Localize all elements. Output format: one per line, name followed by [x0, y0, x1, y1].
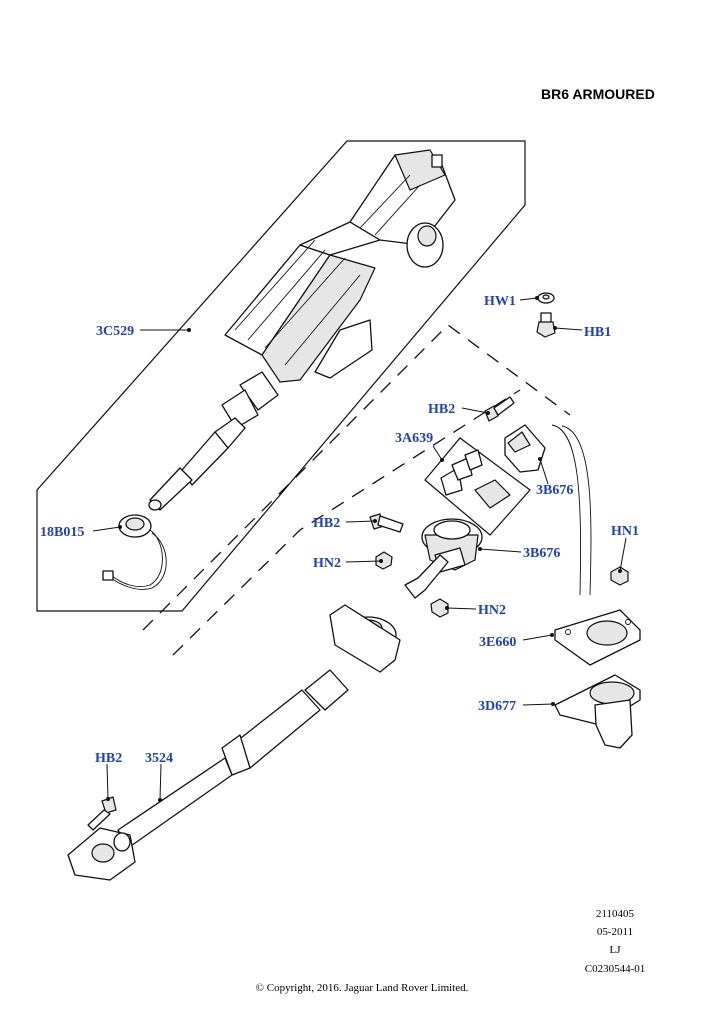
nut-hn2-right-part [430, 598, 449, 618]
washer-part [537, 292, 555, 304]
info-date: 05-2011 [596, 926, 634, 938]
switch-kit-box [424, 437, 531, 536]
column-group-box [36, 140, 526, 612]
sensor-harness-part [102, 514, 167, 590]
callout-hw1[interactable]: HW1 [484, 294, 516, 309]
callout-3c529[interactable]: 3C529 [96, 324, 134, 339]
bolt-hb2-bottom-part [87, 796, 117, 831]
callout-3b676-mid[interactable]: 3B676 [523, 546, 560, 561]
dust-boot-part [554, 674, 641, 749]
callout-hn1[interactable]: HN1 [611, 524, 639, 539]
intermediate-shaft-part [67, 554, 449, 881]
bolt-hb1-part [536, 312, 556, 338]
nut-hn2-left-part [375, 551, 393, 570]
callout-18b015[interactable]: 18B015 [40, 525, 84, 540]
nut-hn1-part [610, 566, 629, 586]
bolt-hb2-mid-part [369, 513, 404, 533]
steering-column-part [148, 149, 456, 511]
callout-hn2-right[interactable]: HN2 [478, 603, 506, 618]
callout-hb2-top[interactable]: HB2 [428, 402, 455, 417]
callout-3524[interactable]: 3524 [145, 751, 173, 766]
leader-dots [106, 296, 622, 802]
leader-lines [92, 297, 627, 801]
callout-hn2-left[interactable]: HN2 [313, 556, 341, 571]
callout-3b676-top[interactable]: 3B676 [536, 483, 573, 498]
bolt-hb2-top-part [484, 396, 515, 422]
callout-3d677[interactable]: 3D677 [478, 699, 516, 714]
callout-3a639[interactable]: 3A639 [395, 431, 433, 446]
info-ref: C0230544-01 [584, 963, 646, 975]
copyright-notice: © Copyright, 2016. Jaguar Land Rover Lim… [255, 982, 469, 994]
switch-kit-part [440, 449, 511, 509]
assembly-dashed-outline-lower [172, 389, 521, 656]
cable-part [551, 424, 592, 596]
callout-hb2-mid[interactable]: HB2 [313, 516, 340, 531]
info-initials: LJ [609, 944, 621, 956]
assembly-dashed-outline [142, 324, 571, 631]
callout-hb2-bottom[interactable]: HB2 [95, 751, 122, 766]
diagram-title: BR6 ARMOURED [541, 86, 655, 102]
bracket-3b676-top-part [504, 424, 546, 473]
callout-hb1[interactable]: HB1 [584, 325, 611, 340]
mounting-plate-part [554, 609, 641, 666]
callout-3e660[interactable]: 3E660 [479, 635, 516, 650]
info-code: 2110405 [595, 908, 635, 920]
